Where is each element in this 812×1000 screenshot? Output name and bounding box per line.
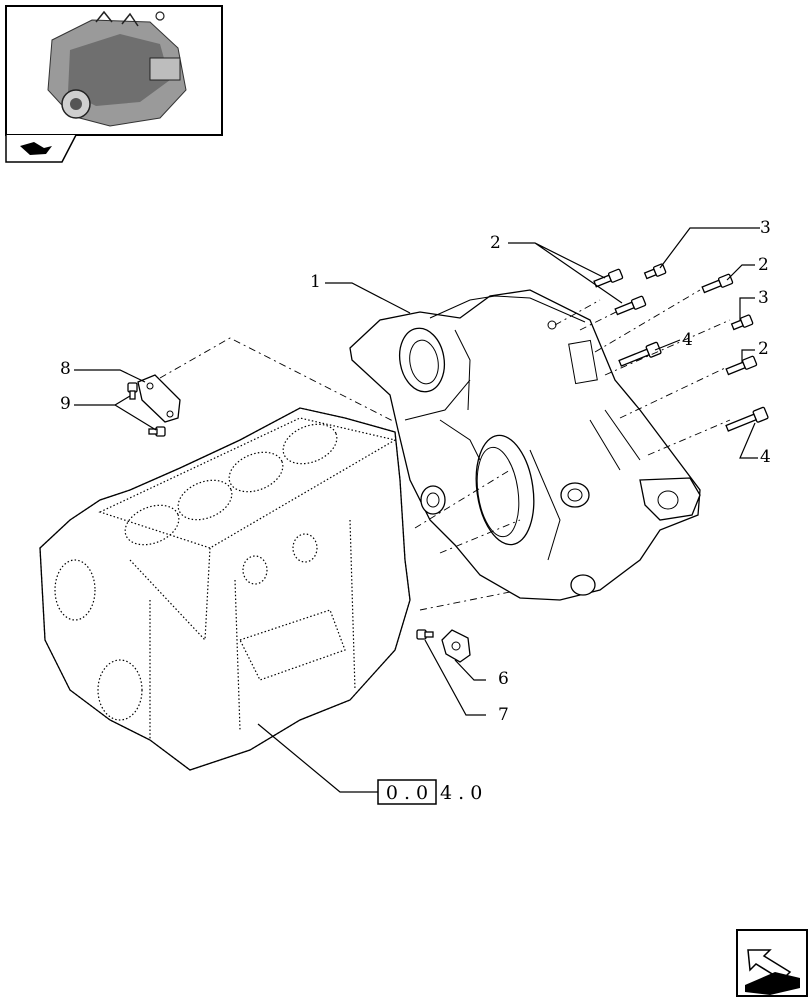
bolt-part-9-a <box>127 382 138 400</box>
cover-plate-part-8 <box>137 374 181 423</box>
bolt-part-2-d <box>725 355 758 376</box>
next-page-arrow-icon[interactable] <box>736 929 808 997</box>
callout-1: 1 <box>310 272 321 292</box>
callout-6: 6 <box>498 669 509 689</box>
bolt-part-7 <box>416 629 434 640</box>
callout-3a: 3 <box>760 218 771 238</box>
bolt-part-2-c <box>701 273 734 294</box>
flange-part-6 <box>441 629 471 663</box>
section-reference-suffix: 4 . 0 <box>440 782 482 804</box>
engine-thumbnail-icon[interactable] <box>5 5 223 136</box>
callout-8: 8 <box>60 359 71 379</box>
bolt-part-3-b <box>730 314 754 331</box>
bolt-part-9-b <box>148 426 166 437</box>
callout-3b: 3 <box>758 288 769 308</box>
section-reference[interactable]: 0 . 0 4 . 0 <box>377 779 482 805</box>
callout-7: 7 <box>498 705 509 725</box>
book-arrow-icon[interactable] <box>5 134 77 163</box>
callout-4b: 4 <box>760 447 771 467</box>
bolt-part-4-a <box>618 341 662 367</box>
leader-lines <box>74 227 760 793</box>
callout-2a: 2 <box>490 233 501 253</box>
bolt-part-4-b <box>725 406 769 432</box>
bolt-part-3-a <box>643 263 667 280</box>
callout-9: 9 <box>60 394 71 414</box>
bolt-part-2-b <box>614 295 647 316</box>
flywheel-housing <box>349 289 701 601</box>
alignment-lines <box>159 289 731 611</box>
callout-4a: 4 <box>682 330 693 350</box>
callout-2b: 2 <box>758 255 769 275</box>
section-reference-boxed: 0 . 0 <box>386 782 428 804</box>
callout-2c: 2 <box>758 339 769 359</box>
engine-block <box>39 407 411 771</box>
